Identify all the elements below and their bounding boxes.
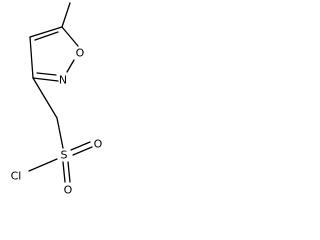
atom-label-chlorine: Cl xyxy=(11,170,22,183)
atom-labels: O N S O O Cl xyxy=(11,47,103,197)
bond-n2-c3 xyxy=(32,77,59,82)
atom-label-sulfur: S xyxy=(61,149,68,162)
bond-s-cl xyxy=(28,158,58,172)
bond-s-o-right xyxy=(70,141,91,151)
bond-n2-c3-inner xyxy=(36,72,57,76)
atom-label-ring-nitrogen: N xyxy=(59,74,67,87)
bond-methyl-c5 xyxy=(61,2,71,28)
bond-ch2-s xyxy=(56,117,64,149)
bond-s-o-bottom-2 xyxy=(67,161,71,183)
bond-c5-o1 xyxy=(61,26,79,47)
bond-o1-n2 xyxy=(66,59,75,73)
structure-diagram: O N S O O Cl xyxy=(11,2,103,197)
atom-label-ring-oxygen: O xyxy=(76,47,85,60)
bond-c5-c4 xyxy=(29,26,63,38)
atom-label-sulfonyl-oxygen-right: O xyxy=(94,138,103,151)
bond-s-o-bottom xyxy=(62,161,66,183)
bond-c3-ch2 xyxy=(32,77,58,119)
bond-c5-c4-inner xyxy=(34,31,59,41)
bond-c3-c4 xyxy=(29,36,34,79)
bonds xyxy=(28,2,93,183)
bond-s-o-right-2 xyxy=(72,146,93,156)
atom-label-sulfonyl-oxygen-bottom: O xyxy=(64,184,73,197)
